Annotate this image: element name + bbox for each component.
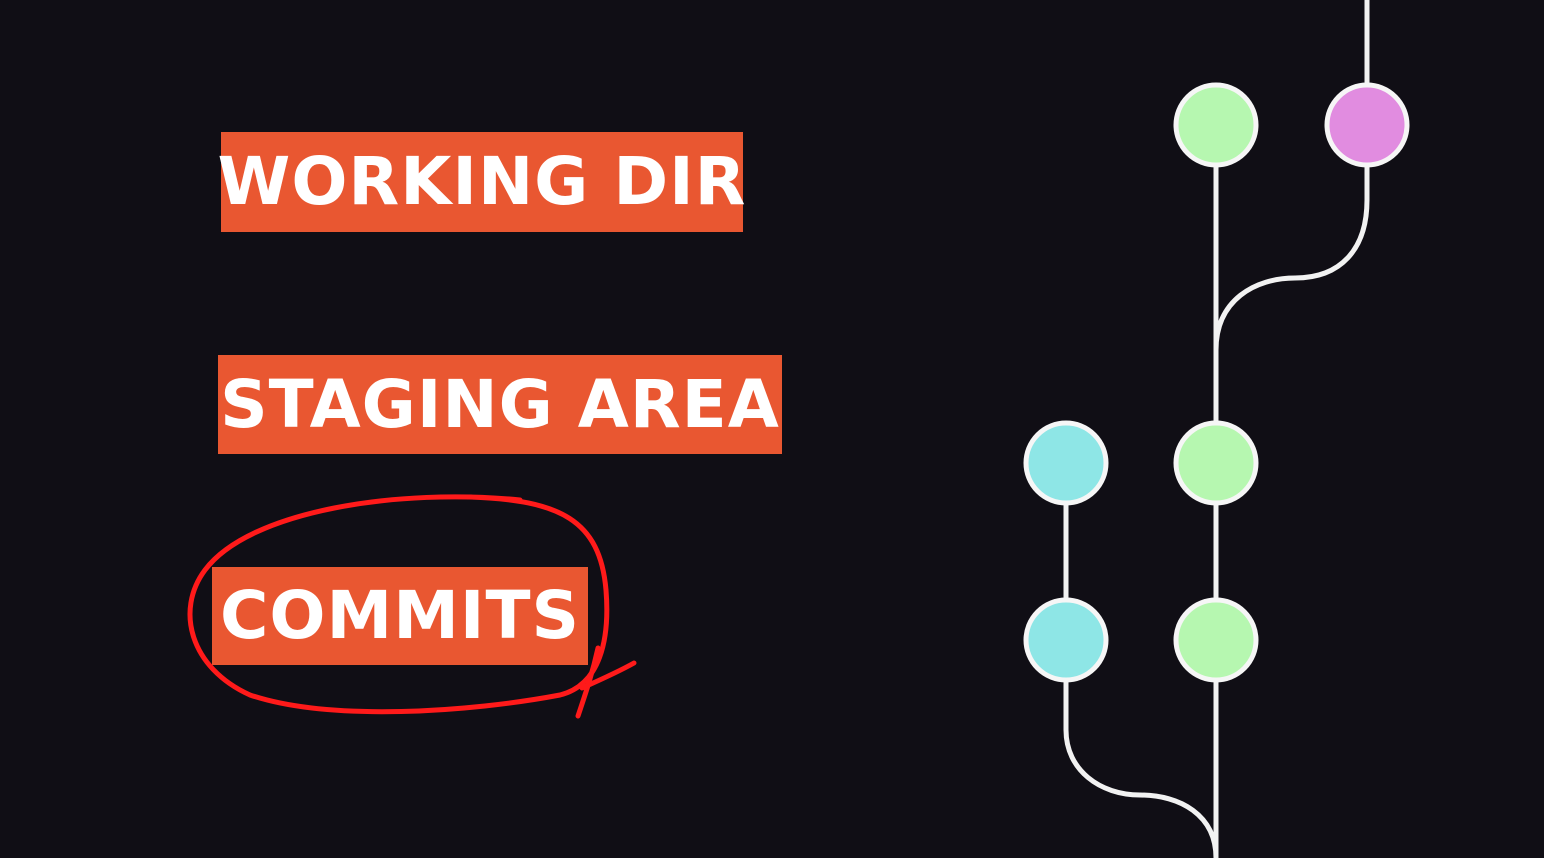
commit-node-cyan [1023,597,1109,683]
branch-line-pink-merge [1213,163,1370,353]
staging-area-label: STAGING AREA [218,355,782,454]
commit-node-green [1173,597,1259,683]
working-dir-label: WORKING DIR [218,132,746,232]
commit-node-green [1173,420,1259,506]
annotation-circle [187,494,610,715]
commit-node-cyan [1023,420,1109,506]
commit-node-green [1173,82,1259,168]
commit-node-pink [1324,82,1410,168]
branch-line-cyan-merge [1063,677,1219,858]
annotation-tail [575,645,637,719]
commits-label: COMMITS [212,567,588,665]
